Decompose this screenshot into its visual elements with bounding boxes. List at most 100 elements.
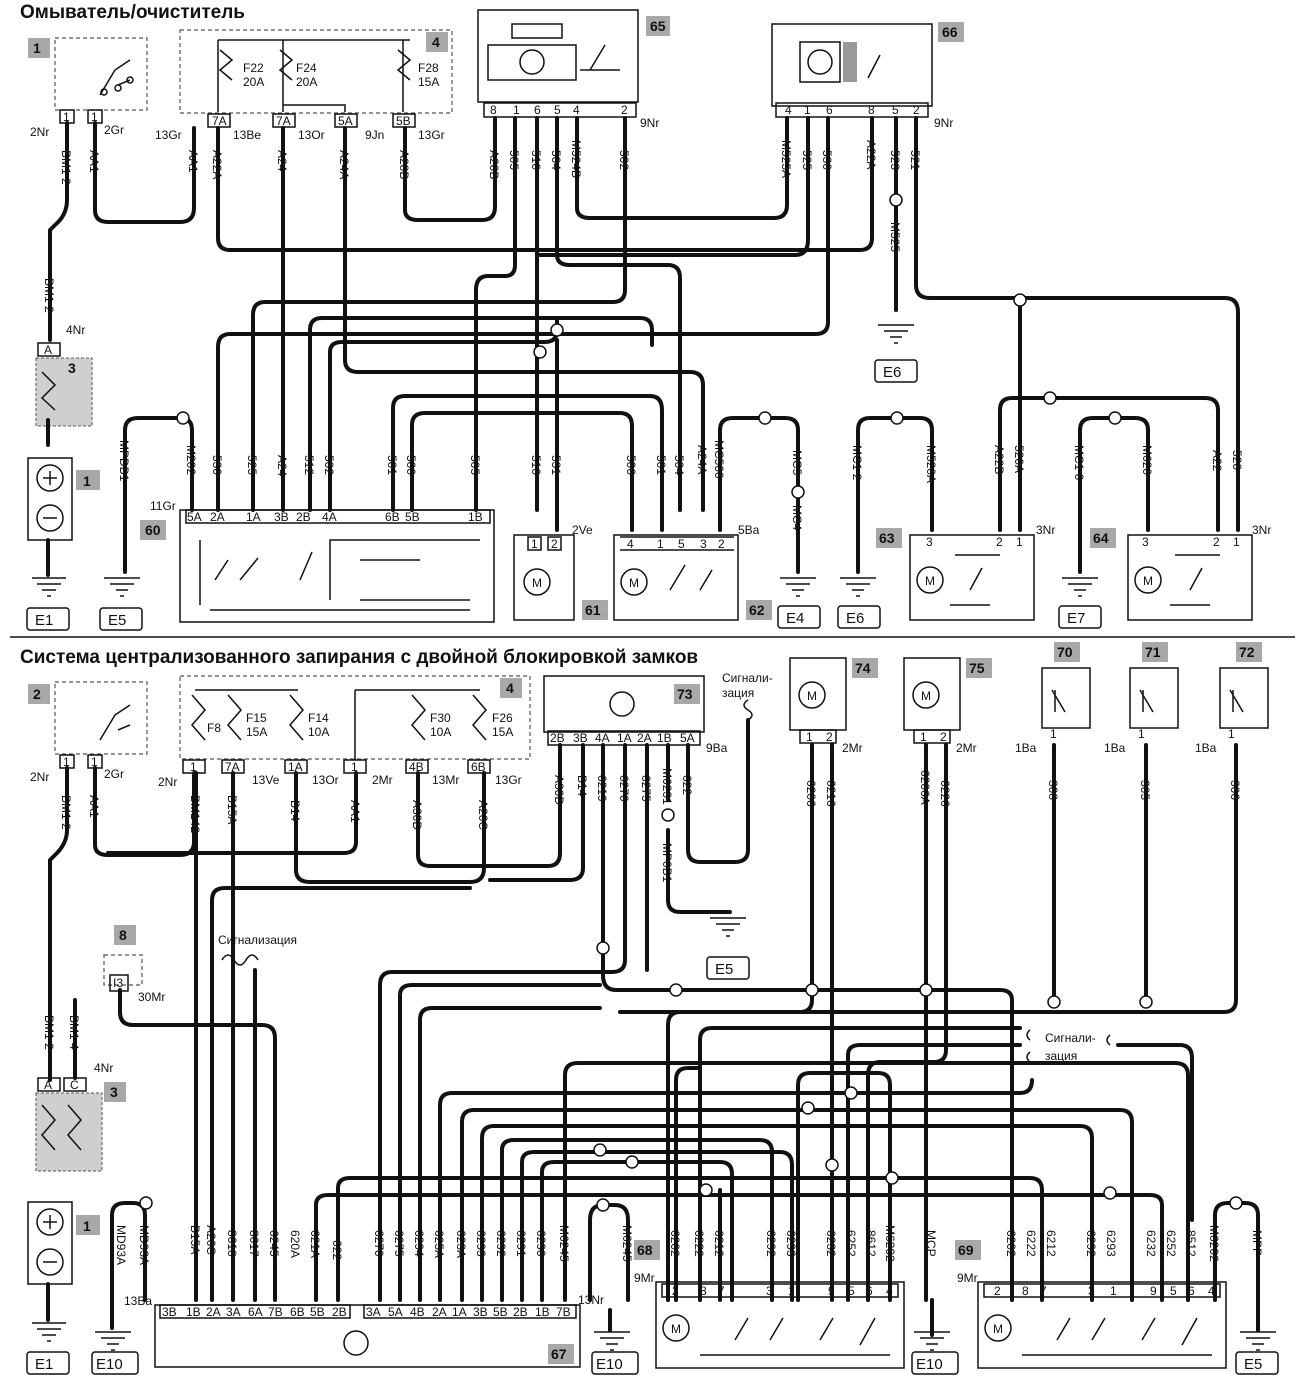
svg-text:62: 62 xyxy=(749,602,765,618)
svg-text:6232: 6232 xyxy=(824,1230,838,1257)
svg-text:11Gr: 11Gr xyxy=(150,499,176,513)
svg-text:6293: 6293 xyxy=(1104,1230,1118,1257)
svg-text:6216: 6216 xyxy=(824,780,838,807)
svg-text:1Ba: 1Ba xyxy=(1015,741,1037,755)
svg-text:M520A: M520A xyxy=(924,445,938,483)
svg-text:61: 61 xyxy=(585,602,601,618)
svg-text:1Ba: 1Ba xyxy=(1195,741,1217,755)
svg-text:2: 2 xyxy=(718,537,725,551)
svg-text:1A: 1A xyxy=(452,1305,467,1319)
svg-text:5: 5 xyxy=(678,537,685,551)
svg-text:зация: зация xyxy=(722,686,754,700)
svg-text:M: M xyxy=(807,689,817,703)
svg-text:2A: 2A xyxy=(210,510,225,524)
svg-text:1: 1 xyxy=(63,110,70,124)
svg-text:3: 3 xyxy=(1088,1284,1095,1298)
svg-text:E5: E5 xyxy=(1244,1356,1262,1373)
svg-text:13Gr: 13Gr xyxy=(495,773,522,787)
svg-text:6222: 6222 xyxy=(1024,1230,1038,1257)
svg-text:1A: 1A xyxy=(288,760,303,774)
top-wires xyxy=(48,116,1240,574)
svg-text:1: 1 xyxy=(804,103,811,117)
motor-62 xyxy=(613,534,739,621)
svg-text:3B: 3B xyxy=(573,731,588,745)
svg-text:9Nr: 9Nr xyxy=(934,116,953,130)
svg-text:620A: 620A xyxy=(288,1230,302,1258)
svg-text:501: 501 xyxy=(385,455,399,475)
svg-text:A28B: A28B xyxy=(397,150,411,179)
svg-text:M620: M620 xyxy=(1140,445,1154,475)
svg-text:13Gr: 13Gr xyxy=(418,128,445,142)
svg-text:6293: 6293 xyxy=(474,1230,488,1257)
svg-text:520A: 520A xyxy=(1012,445,1026,473)
svg-text:621A: 621A xyxy=(308,1230,322,1258)
fuse-box-4-bottom xyxy=(179,675,531,760)
svg-text:13Gr: 13Gr xyxy=(155,128,182,142)
svg-text:30Mr: 30Mr xyxy=(138,990,165,1004)
svg-text:60: 60 xyxy=(145,522,161,538)
svg-text:A24A: A24A xyxy=(337,150,351,179)
svg-text:6206: 6206 xyxy=(804,780,818,807)
svg-text:3: 3 xyxy=(926,535,933,549)
svg-text:1B: 1B xyxy=(535,1305,550,1319)
svg-text:M202: M202 xyxy=(184,445,198,475)
svg-text:505: 505 xyxy=(468,455,482,475)
svg-text:7A: 7A xyxy=(276,114,291,128)
svg-text:4Nr: 4Nr xyxy=(94,1061,113,1075)
svg-text:530: 530 xyxy=(820,150,834,170)
battery-1-top: 1 xyxy=(27,457,100,577)
svg-text:2: 2 xyxy=(913,103,920,117)
svg-text:MCP: MCP xyxy=(924,1230,938,1257)
svg-text:13Mr: 13Mr xyxy=(432,773,459,787)
svg-text:2: 2 xyxy=(551,537,558,551)
svg-text:I3: I3 xyxy=(113,976,123,990)
svg-text:502: 502 xyxy=(322,455,336,475)
svg-text:E10: E10 xyxy=(916,1356,943,1373)
svg-text:531: 531 xyxy=(549,455,563,475)
svg-text:6292: 6292 xyxy=(494,1230,508,1257)
svg-text:13Nr: 13Nr xyxy=(578,1293,604,1307)
svg-text:8: 8 xyxy=(868,103,875,117)
fuse-box-4-top xyxy=(179,29,453,114)
svg-text:8612: 8612 xyxy=(864,1230,878,1257)
svg-text:6275: 6275 xyxy=(639,775,653,802)
svg-text:M6202: M6202 xyxy=(1207,1225,1221,1262)
svg-text:MC4: MC4 xyxy=(790,505,804,531)
svg-text:M: M xyxy=(925,574,935,588)
svg-text:E10: E10 xyxy=(96,1356,123,1373)
svg-text:BM1 2: BM1 2 xyxy=(59,150,73,185)
svg-text:13Ba: 13Ba xyxy=(124,1294,152,1308)
svg-text:6294: 6294 xyxy=(412,1230,426,1257)
svg-text:F28: F28 xyxy=(418,61,439,75)
svg-text:M525: M525 xyxy=(888,222,902,252)
svg-text:AA1: AA1 xyxy=(87,795,101,818)
svg-text:4: 4 xyxy=(573,103,580,117)
svg-text:M: M xyxy=(921,689,931,703)
svg-text:2: 2 xyxy=(672,1284,679,1298)
svg-text:6270: 6270 xyxy=(372,1230,386,1257)
svg-text:2Nr: 2Nr xyxy=(30,770,49,784)
svg-text:3: 3 xyxy=(110,1084,118,1100)
svg-text:A: A xyxy=(44,1078,52,1092)
svg-text:1A: 1A xyxy=(246,510,261,524)
svg-text:4B: 4B xyxy=(409,760,424,774)
lock-motor-69 xyxy=(977,1281,1227,1369)
svg-text:1: 1 xyxy=(657,537,664,551)
svg-text:E4: E4 xyxy=(786,610,804,627)
battery-1-bottom: 1 xyxy=(27,1201,100,1285)
svg-text:4: 4 xyxy=(627,537,634,551)
svg-text:9: 9 xyxy=(828,1284,835,1298)
svg-text:510: 510 xyxy=(529,150,543,170)
section-title-central-locking: Система централизованного запирания с дв… xyxy=(20,647,698,668)
svg-text:71: 71 xyxy=(1145,644,1161,660)
svg-text:5A: 5A xyxy=(680,731,695,745)
svg-text:2: 2 xyxy=(940,730,947,744)
svg-text:7A: 7A xyxy=(212,114,227,128)
svg-text:A28B: A28B xyxy=(487,150,501,179)
svg-text:B14: B14 xyxy=(288,800,302,822)
top-wire-labels: BM1 2 AA1 AA1 A22A A24 A24A A28B A28B 50… xyxy=(42,140,1244,531)
svg-text:5B: 5B xyxy=(493,1305,508,1319)
svg-text:6: 6 xyxy=(826,103,833,117)
svg-text:8: 8 xyxy=(1022,1284,1029,1298)
